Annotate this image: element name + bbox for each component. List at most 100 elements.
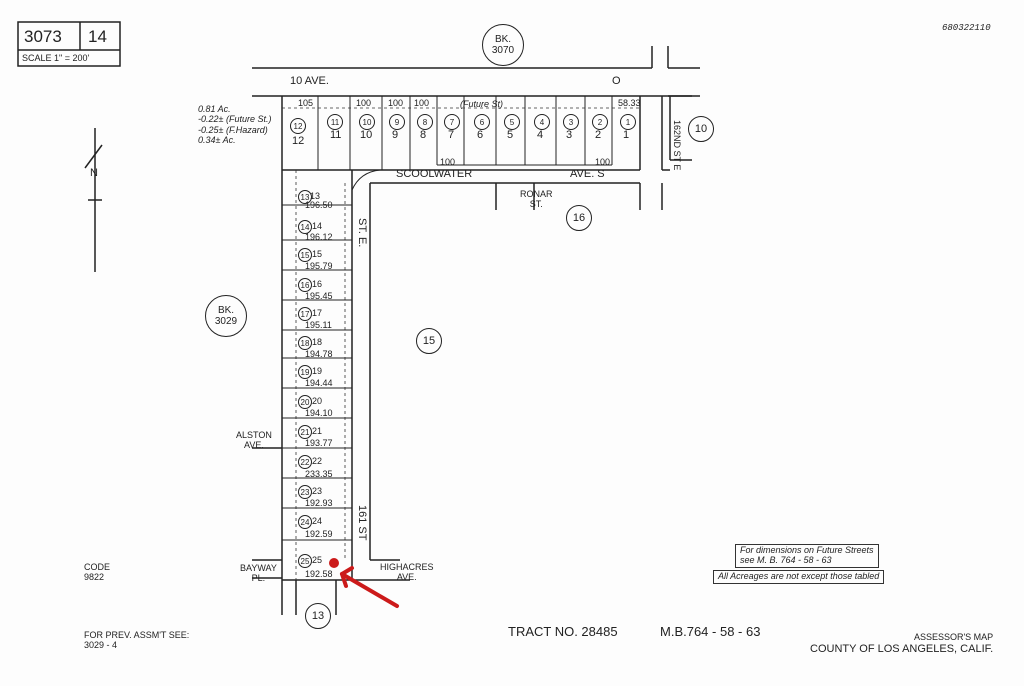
- parcel-circle: 18: [298, 336, 312, 350]
- lot-length: 233.35: [305, 469, 333, 479]
- parcel-number: 4: [537, 129, 544, 141]
- parcel-circle-large: 16: [566, 205, 592, 231]
- map-book-ref: M.B.764 - 58 - 63: [660, 624, 761, 639]
- lot-length: 194.44: [305, 378, 333, 388]
- lot-dimension: 105: [298, 98, 314, 108]
- lot-dimension: 100: [388, 98, 404, 108]
- parcel-circle: 12: [290, 118, 306, 134]
- parcel-circle: 1: [620, 114, 636, 130]
- parcel-number: 11: [330, 129, 342, 141]
- parcel-circle-large: 13: [305, 603, 331, 629]
- map-page-number: 14: [88, 27, 107, 46]
- parcel-circle-large: 15: [416, 328, 442, 354]
- document-id: 680322110: [942, 23, 991, 33]
- north-arrow-icon: N: [90, 167, 98, 179]
- parcel-circle-large: 10: [688, 116, 714, 142]
- note-acreages: All Acreages are not except those tabled: [713, 570, 885, 584]
- map-book-number: 3073: [24, 27, 62, 46]
- lot-dimension: 100: [440, 157, 456, 167]
- parcel-circle: 25: [298, 554, 312, 568]
- street-label-161-st: 161 ST: [356, 505, 368, 541]
- parcel-circle: 4: [534, 114, 550, 130]
- lot-length: 194.10: [305, 408, 333, 418]
- parcel-circle: 13: [298, 190, 312, 204]
- tract-number: TRACT NO. 28485: [508, 624, 618, 639]
- map-scale: SCALE 1" = 200': [22, 53, 90, 63]
- acreage-note: 0.81 Ac. -0.22± (Future St.) -0.25± (F.H…: [198, 104, 272, 146]
- parcel-circle: 24: [298, 515, 312, 529]
- parcel-circle: 3: [563, 114, 579, 130]
- parcel-number: 14: [312, 221, 323, 231]
- street-label-162nd: 162ND ST E: [672, 120, 682, 171]
- parcel-number: 22: [312, 456, 323, 466]
- street-label-10-ave: 10 AVE.: [290, 75, 329, 87]
- parcel-circle: 6: [474, 114, 490, 130]
- parcel-number: 16: [312, 279, 323, 289]
- parcel-number: 23: [312, 486, 323, 496]
- parcel-number: 5: [507, 129, 514, 141]
- lot-dimension: 100: [414, 98, 430, 108]
- parcel-circle: 5: [504, 114, 520, 130]
- lot-length: 192.59: [305, 529, 333, 539]
- lot-length: 192.93: [305, 498, 333, 508]
- lot-length: 195.11: [305, 320, 332, 330]
- lot-length: 195.79: [305, 261, 333, 271]
- parcel-number: 2: [595, 129, 602, 141]
- parcel-number: 6: [477, 129, 484, 141]
- lot-length: 195.45: [305, 291, 333, 301]
- parcel-number: 21: [312, 426, 323, 436]
- parcel-number: 1: [623, 129, 630, 141]
- parcel-number: 3: [566, 129, 573, 141]
- lot-length: 196.50: [305, 200, 333, 210]
- parcel-circle: 7: [444, 114, 460, 130]
- parcel-circle: 22: [298, 455, 312, 469]
- parcel-circle: 8: [417, 114, 433, 130]
- parcel-number: 10: [360, 129, 373, 141]
- parcel-circle: 10: [359, 114, 375, 130]
- future-street-label: (Future St): [460, 99, 504, 109]
- street-label-ave-s: AVE. S: [570, 168, 605, 180]
- lot-length: 193.77: [305, 438, 333, 448]
- parcel-number: 25: [312, 555, 323, 565]
- parcel-circle: 14: [298, 220, 312, 234]
- parcel-number: 13: [310, 191, 321, 201]
- lot-length: 194.78: [305, 349, 333, 359]
- parcel-number: 8: [420, 129, 427, 141]
- parcel-number: 12: [292, 135, 305, 147]
- street-label-o: O: [612, 75, 621, 87]
- parcel-circle: 23: [298, 485, 312, 499]
- prev-assessment-ref: FOR PREV. ASSM'T SEE:3029 - 4: [84, 630, 190, 651]
- parcel-circle: 11: [327, 114, 343, 130]
- parcel-circle: 16: [298, 278, 312, 292]
- parcel-number: 15: [312, 249, 323, 259]
- parcel-circle: 19: [298, 365, 312, 379]
- parcel-number: 19: [312, 366, 323, 376]
- lot-length: 192.58: [305, 569, 333, 579]
- parcel-number: 18: [312, 337, 323, 347]
- parcel-circle: 20: [298, 395, 312, 409]
- parcel-circle: 15: [298, 248, 312, 262]
- lot-dimension: 58.33: [618, 98, 641, 108]
- parcel-circle: 2: [592, 114, 608, 130]
- lot-length: 196.12: [305, 232, 333, 242]
- book-ref-circle-top: BK.3070: [482, 24, 524, 66]
- parcel-number: 24: [312, 516, 323, 526]
- street-label-scoolwater: SCOOLWATER: [396, 168, 473, 180]
- parcel-number: 20: [312, 396, 323, 406]
- street-label-st-e: ST. E.: [356, 218, 368, 248]
- parcel-circle: 9: [389, 114, 405, 130]
- parcel-circle: 21: [298, 425, 312, 439]
- parcel-circle: 17: [298, 307, 312, 321]
- lot-dimension: 100: [595, 157, 611, 167]
- book-ref-circle-left: BK.3029: [205, 295, 247, 337]
- assessor-title: ASSESSOR'S MAP COUNTY OF LOS ANGELES, CA…: [810, 632, 994, 655]
- parcel-number: 9: [392, 129, 399, 141]
